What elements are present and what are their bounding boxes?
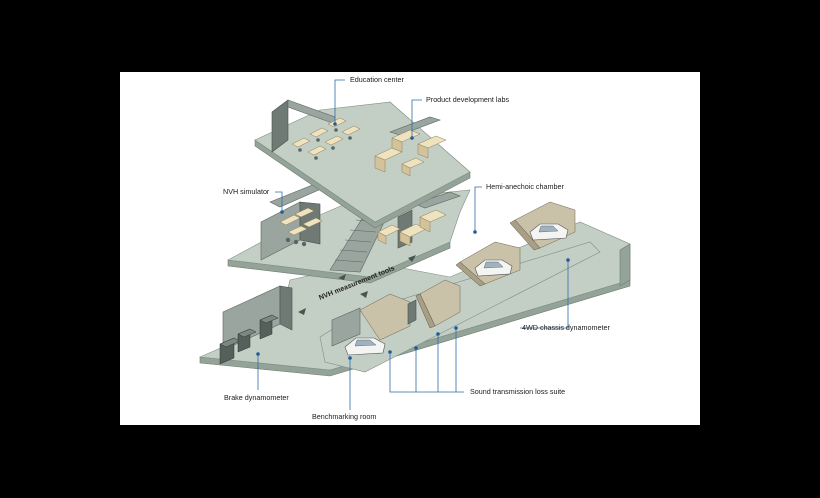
benchmarking-room <box>331 307 386 356</box>
nvh-simulator-label: NVH simulator <box>223 187 270 196</box>
product-development-labs-label: Product development labs <box>426 95 510 104</box>
label-sound-transmission-loss-suite: Sound transmission loss suite <box>388 326 565 396</box>
label-brake-dynamometer: Brake dynamometer <box>224 352 289 402</box>
label-education-center: Education center <box>333 75 405 126</box>
hemi-anechoic-chamber-label: Hemi-anechoic chamber <box>486 182 565 191</box>
sound-transmission-loss-suite-label: Sound transmission loss suite <box>470 387 565 396</box>
education-center-label: Education center <box>350 75 405 84</box>
corridor-arrows <box>298 255 416 315</box>
sound-transmission-loss-suite <box>359 279 461 341</box>
brake-dynamometer-area <box>219 285 293 365</box>
hemi-anechoic-chamber <box>455 201 576 287</box>
top-floor <box>254 101 471 229</box>
brake-dynamometer-label: Brake dynamometer <box>224 393 289 402</box>
diagram-panel: NVH measurement tools Education center P… <box>120 72 700 425</box>
label-benchmarking-room: Benchmarking room <box>312 356 376 421</box>
benchmarking-room-label: Benchmarking room <box>312 412 376 421</box>
label-product-development-labs: Product development labs <box>410 95 510 140</box>
nvh-simulator-room <box>260 181 331 261</box>
label-hemi-anechoic-chamber: Hemi-anechoic chamber <box>473 182 565 234</box>
middle-lab-area <box>377 191 461 249</box>
label-4wd-chassis-dynamometer: 4WD chassis dynamometer <box>520 258 610 332</box>
4wd-chassis-dynamometer-label: 4WD chassis dynamometer <box>522 323 610 332</box>
facility-diagram: NVH measurement tools Education center P… <box>198 75 631 421</box>
product-development-labs-room <box>374 116 447 177</box>
label-nvh-simulator: NVH simulator <box>223 187 284 214</box>
